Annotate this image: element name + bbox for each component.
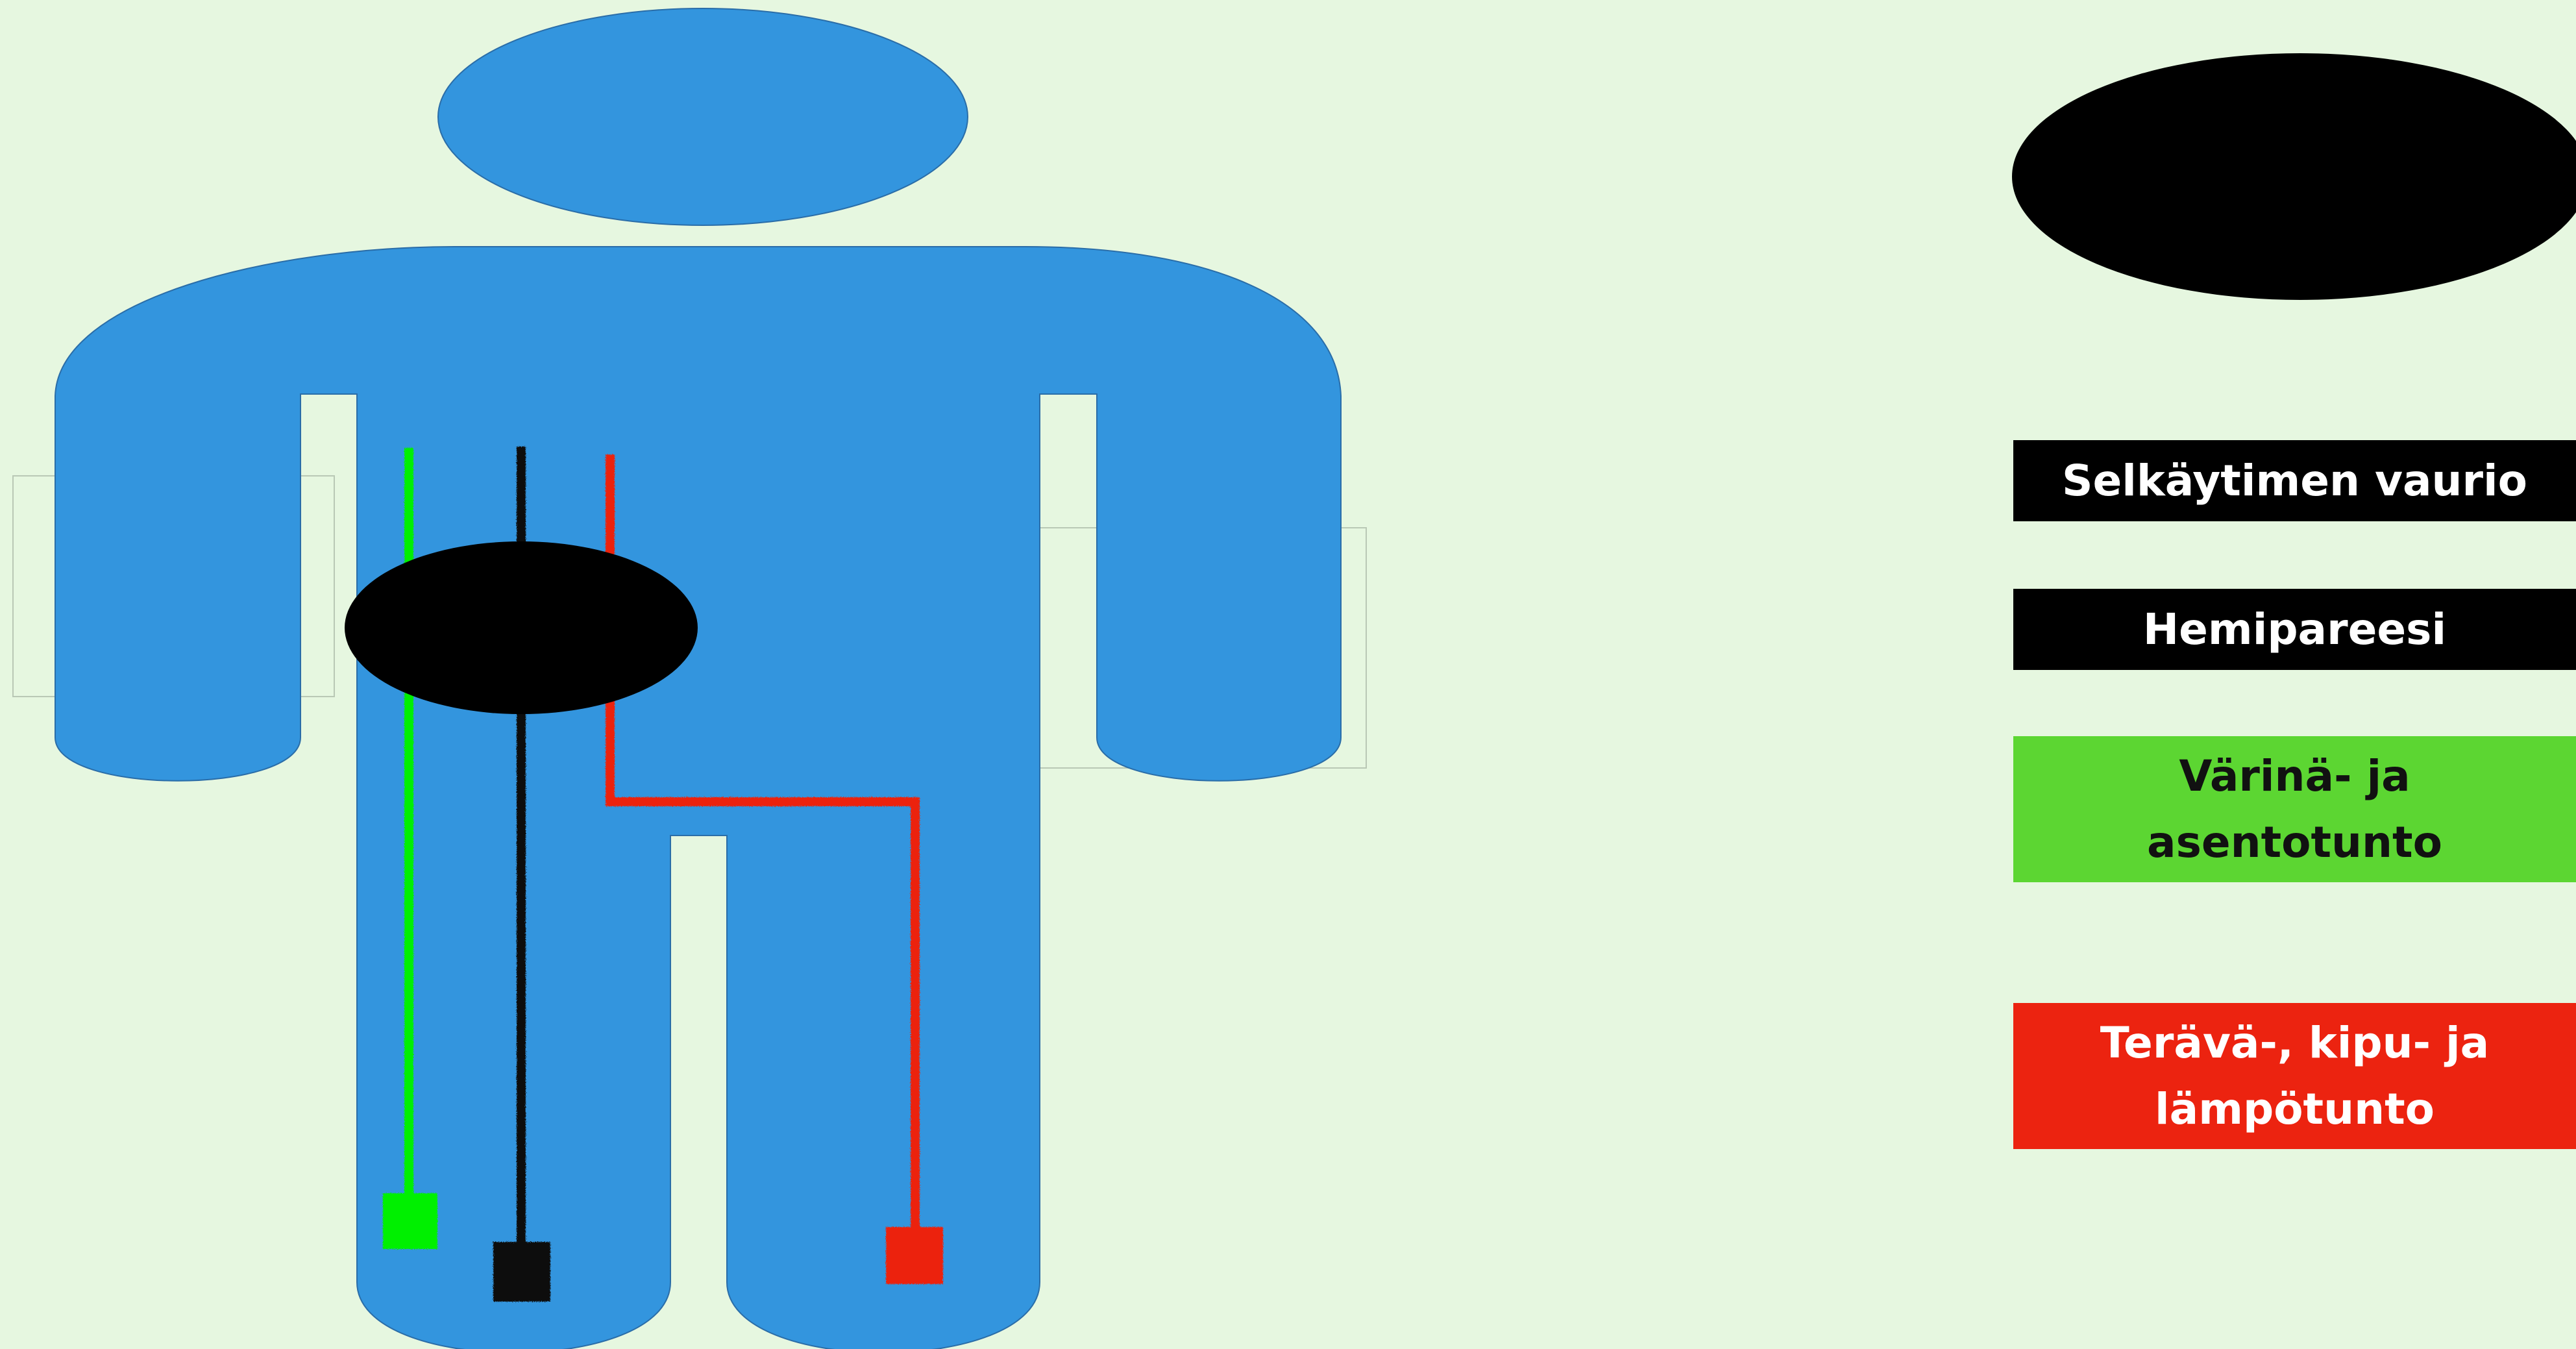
pain-tract-end bbox=[886, 1227, 943, 1284]
black-ellipse-marker bbox=[2012, 53, 2576, 300]
human-body-icon bbox=[55, 8, 1341, 1349]
legend-sharp-pain-temperature: Terävä-, kipu- ja lämpötunto bbox=[2013, 1003, 2576, 1149]
legend-spinal-cord-injury-label: Selkäytimen vaurio bbox=[2062, 448, 2527, 514]
legend-spinal-cord-injury: Selkäytimen vaurio bbox=[2013, 440, 2576, 521]
legend-hemiparesis-label: Hemipareesi bbox=[2143, 597, 2446, 663]
legend-sharp-pain-temperature-label: Terävä-, kipu- ja lämpötunto bbox=[2029, 1010, 2560, 1143]
legend-vibration-position: Värinä- ja asentotunto bbox=[2013, 736, 2576, 882]
spinal-lesion-ellipse bbox=[345, 541, 698, 714]
motor-tract-end bbox=[493, 1242, 550, 1302]
body-head bbox=[438, 8, 968, 225]
legend-vibration-position-label: Värinä- ja asentotunto bbox=[2029, 743, 2560, 876]
legend-hemiparesis: Hemipareesi bbox=[2013, 589, 2576, 670]
vibration-tract-end bbox=[383, 1193, 437, 1249]
